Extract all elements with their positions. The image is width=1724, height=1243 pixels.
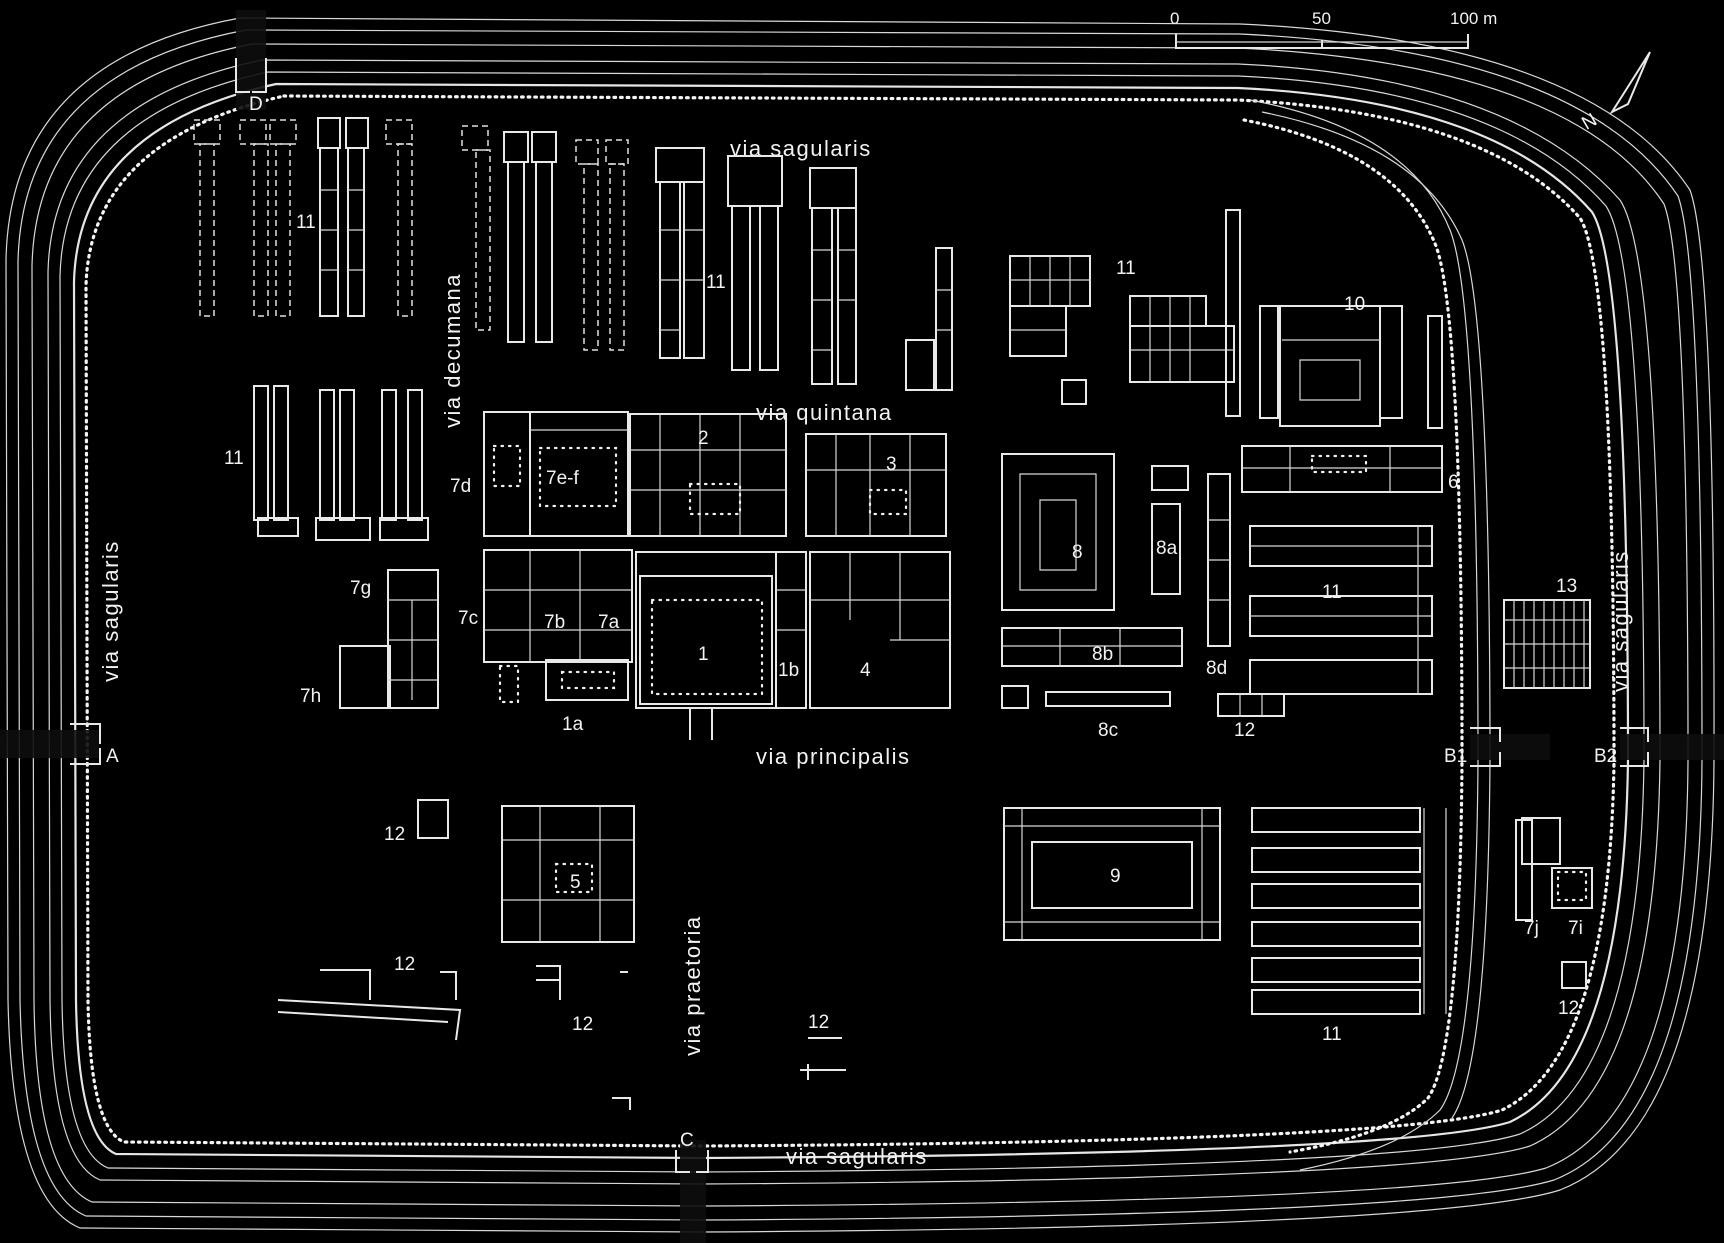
road-label-via-sagularis-top: via sagularis — [730, 136, 872, 161]
building-label-10: 10 — [1344, 294, 1365, 315]
scale-bar: 0 50 100 m — [1170, 9, 1497, 49]
building-label-8b: 8b — [1092, 644, 1113, 665]
building-label-7h: 7h — [300, 686, 321, 707]
gate-label-b1: B1 — [1444, 746, 1467, 767]
building-label-12-e: 12 — [1234, 720, 1255, 741]
building-label-7c: 7c — [458, 608, 478, 629]
road-label-via-decumana: via decumana — [440, 273, 465, 428]
building-label-1: 1 — [698, 644, 709, 665]
building-label-11-n: 11 — [706, 272, 726, 293]
blocks-east: 8 8a 8b 8d 8c 12 6 11 — [1001, 445, 1459, 741]
gate-label-d: D — [249, 94, 263, 115]
building-label-12-w: 12 — [384, 824, 405, 845]
scale-tick-50: 50 — [1312, 9, 1331, 28]
building-label-12-se: 12 — [1558, 998, 1579, 1019]
building-label-7ef: 7e-f — [546, 468, 579, 489]
gate-label-c: C — [680, 1130, 694, 1151]
road-label-via-sagularis-right: via sagularis — [1608, 550, 1633, 692]
building-label-3: 3 — [886, 454, 897, 475]
building-label-5: 5 — [570, 872, 581, 893]
north-arrow-icon: N — [1578, 51, 1651, 135]
blocks-north-east: 11 10 — [1009, 209, 1443, 429]
road-label-via-quintana: via quintana — [756, 400, 893, 425]
building-label-11-se: 11 — [1322, 1024, 1342, 1045]
building-label-7a: 7a — [598, 612, 620, 633]
barracks-north: 11 — [461, 125, 953, 391]
building-label-2: 2 — [698, 428, 709, 449]
barracks-west: 11 7g 7h — [224, 385, 439, 709]
central-south-row: 7c 7b 7a 1a 1 1b 4 — [458, 549, 951, 740]
building-label-8c: 8c — [1098, 720, 1118, 741]
building-label-11-e: 11 — [1322, 582, 1342, 603]
building-label-11-nw: 11 — [296, 212, 316, 233]
fort-defences — [0, 10, 1724, 1243]
building-label-8: 8 — [1072, 542, 1083, 563]
building-label-4: 4 — [860, 660, 871, 681]
road-label-via-sagularis-bottom: via sagularis — [786, 1144, 928, 1169]
building-label-12-sw: 12 — [394, 954, 415, 975]
building-label-9: 9 — [1110, 866, 1121, 887]
building-label-7j: 7j — [1524, 918, 1539, 939]
barracks-north-west: 11 — [193, 117, 413, 317]
building-13: 13 — [1503, 576, 1591, 689]
blocks-south-west: 12 5 12 12 12 — [277, 799, 846, 1110]
building-label-11-ne: 11 — [1116, 258, 1136, 279]
building-label-6: 6 — [1448, 472, 1459, 493]
building-label-7d: 7d — [450, 476, 471, 497]
central-north-row: 7d 7e-f 2 3 — [450, 411, 947, 537]
building-label-7i: 7i — [1568, 918, 1583, 939]
north-label: N — [1578, 109, 1600, 134]
building-label-11-w: 11 — [224, 448, 244, 469]
blocks-south-east: 9 11 7i 7j 12 — [1003, 807, 1593, 1045]
building-label-1b: 1b — [778, 660, 799, 681]
building-label-8d: 8d — [1206, 658, 1227, 679]
building-label-13: 13 — [1556, 576, 1577, 597]
scale-tick-100: 100 m — [1450, 9, 1497, 28]
road-label-via-sagularis-left: via sagularis — [98, 540, 123, 682]
building-label-7g: 7g — [350, 578, 371, 599]
scale-tick-0: 0 — [1170, 9, 1179, 28]
gate-label-a: A — [106, 746, 119, 767]
gate-label-b2: B2 — [1594, 746, 1617, 767]
building-label-1a: 1a — [562, 714, 584, 735]
building-label-8a: 8a — [1156, 538, 1178, 559]
building-label-12-s: 12 — [572, 1014, 593, 1035]
building-label-7b: 7b — [544, 612, 565, 633]
building-label-12-sc: 12 — [808, 1012, 829, 1033]
road-label-via-praetoria: via praetoria — [680, 915, 705, 1056]
road-label-via-principalis: via principalis — [756, 744, 911, 769]
